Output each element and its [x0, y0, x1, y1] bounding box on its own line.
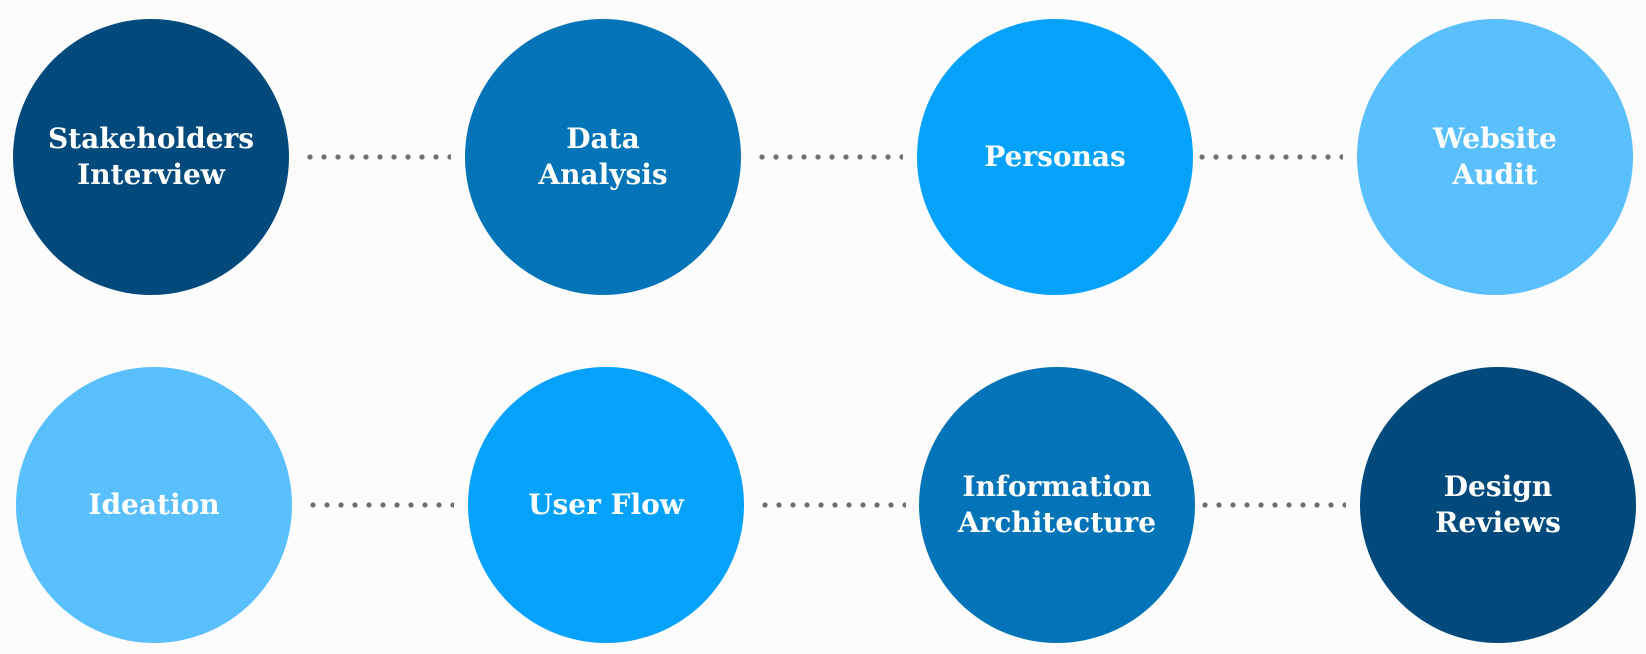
step-circle-design-reviews: Design Reviews [1360, 367, 1636, 643]
step-circle-stakeholders-interview: Stakeholders Interview [13, 19, 289, 295]
step-circle-ideation: Ideation [16, 367, 292, 643]
dotted-connector [1195, 154, 1343, 160]
dotted-connector [306, 502, 454, 508]
step-label: Information Architecture [957, 470, 1157, 539]
step-label: Ideation [88, 488, 220, 521]
step-label: Stakeholders Interview [47, 122, 255, 191]
step-label: Design Reviews [1435, 470, 1561, 539]
dotted-connector [755, 154, 903, 160]
dotted-connector [303, 154, 451, 160]
step-circle-user-flow: User Flow [468, 367, 744, 643]
step-label: Personas [984, 140, 1126, 173]
dotted-connector [758, 502, 906, 508]
step-label: User Flow [528, 488, 684, 521]
step-circle-personas: Personas [917, 19, 1193, 295]
step-circle-data-analysis: Data Analysis [465, 19, 741, 295]
dotted-connector [1198, 502, 1346, 508]
step-circle-website-audit: Website Audit [1357, 19, 1633, 295]
step-label: Website Audit [1433, 122, 1557, 191]
step-circle-information-architecture: Information Architecture [919, 367, 1195, 643]
step-label: Data Analysis [538, 122, 668, 191]
